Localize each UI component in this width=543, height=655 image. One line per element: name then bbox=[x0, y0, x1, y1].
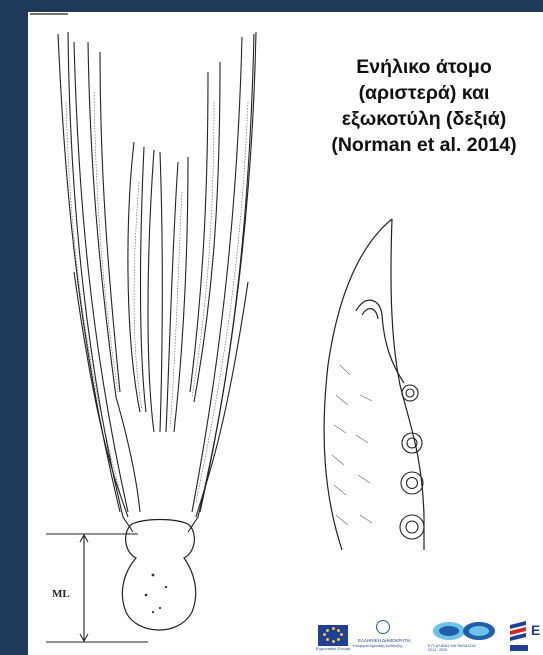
greek-emblem-icon bbox=[376, 620, 390, 634]
greece-sublabel: Υπουργείο Αγροτικής Ανάπτυξης bbox=[352, 644, 403, 648]
slide-panel: ML Ενήλικο άτομο (αριστερά) και εξωκοτύλ… bbox=[28, 12, 543, 655]
espa-label: Ε bbox=[531, 622, 540, 638]
caption-line-4: (Norman et al. 2014) bbox=[290, 132, 543, 158]
eu-label: Ευρωπαϊκή Ένωση bbox=[316, 646, 350, 651]
hectocotylus-illustration bbox=[320, 215, 425, 560]
funding-logos: Ευρωπαϊκή Ένωση ΕΛΛΗΝΙΚΗ ΔΗΜΟΚΡΑΤΙΑ Υπου… bbox=[318, 616, 543, 655]
fisheries-label: Ε.Π. ΑΛΙΕΙΑΣ ΚΑΙ ΘΑΛΑΣΣΑΣ2014 - 2020 bbox=[428, 644, 476, 652]
caption-line-2: (αριστερά) και bbox=[290, 80, 543, 106]
figure-caption: Ενήλικο άτομο (αριστερά) και εξωκοτύλη (… bbox=[290, 54, 543, 158]
caption-line-1: Ενήλικο άτομο bbox=[290, 54, 543, 80]
eu-flag-icon bbox=[318, 625, 348, 646]
adult-octopus-illustration: ML bbox=[28, 12, 288, 655]
ml-label: ML bbox=[52, 588, 70, 600]
caption-line-3: εξωκοτύλη (δεξιά) bbox=[290, 106, 543, 132]
fisheries-program-logo-icon bbox=[431, 620, 499, 642]
greece-label: ΕΛΛΗΝΙΚΗ ΔΗΜΟΚΡΑΤΙΑ bbox=[358, 638, 411, 643]
